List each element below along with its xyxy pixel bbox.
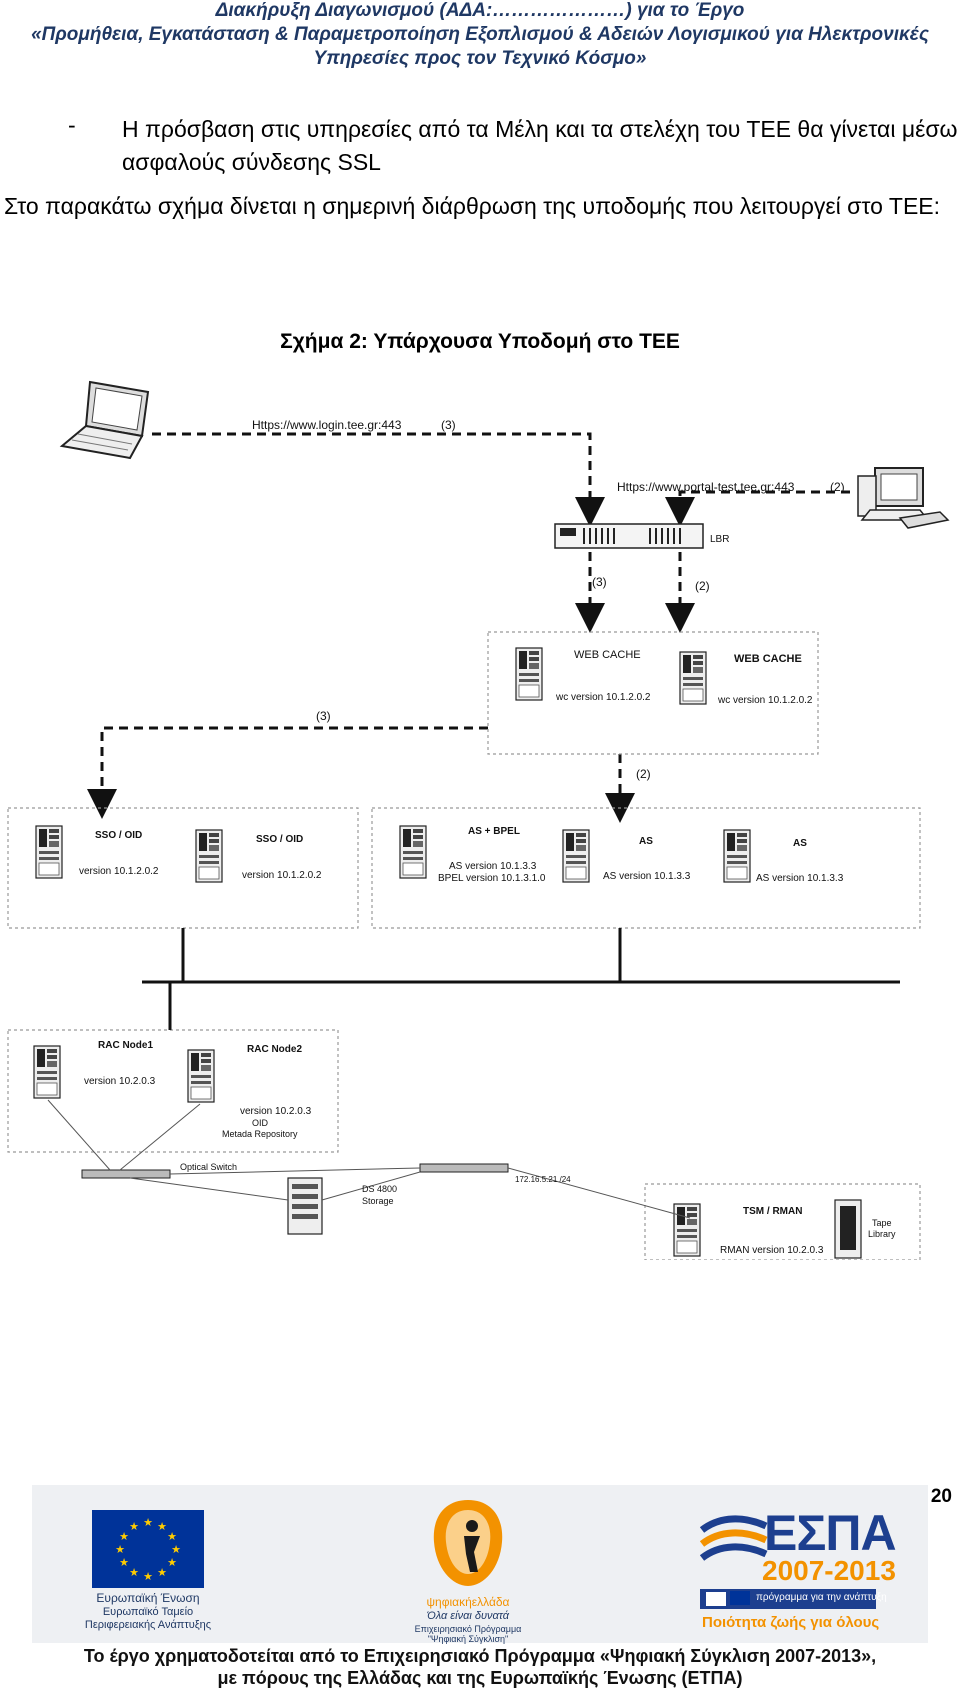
web-cache-2-label: WEB CACHE xyxy=(734,653,802,665)
intro-paragraph: Στο παρακάτω σχήμα δίνεται η σημερινή δι… xyxy=(4,193,941,219)
espa-tagline: πρόγραμμα για την ανάπτυξη xyxy=(756,1592,887,1603)
digital-greece-logo-icon xyxy=(433,1500,503,1586)
tag-2-lbr: (2) xyxy=(695,579,710,593)
tag-3-mid: (3) xyxy=(316,709,331,723)
url-login-label: Https://www.login.tee.gr:443 xyxy=(252,418,402,432)
as-bpel-version-1: AS version 10.1.3.3 xyxy=(449,861,537,872)
figure-caption: Σχήμα 2: Υπάρχουσα Υποδομή στο ΤΕΕ xyxy=(280,330,680,353)
storage-name-label: DS 4800 xyxy=(362,1184,397,1194)
footer-line-2: με πόρους της Ελλάδας και της Ευρωπαϊκής… xyxy=(217,1668,743,1688)
header-title-line-3: Υπηρεσίες προς τον Τεχνικό Κόσμο» xyxy=(313,48,647,69)
web-cache-group xyxy=(487,631,819,755)
eu-caption-1: Ευρωπαϊκή Ένωση xyxy=(96,1591,200,1605)
rman-version: RMAN version 10.2.0.3 xyxy=(720,1245,824,1256)
as-1-version: AS version 10.1.3.3 xyxy=(603,871,691,882)
digital-caption-3: Επιχειρησιακό Πρόγραμμα xyxy=(414,1624,522,1634)
eu-flag-icon: ★★★ ★★★ ★★★ ★★★ xyxy=(92,1510,204,1588)
tsm-group xyxy=(644,1183,921,1260)
rac-group xyxy=(7,1029,339,1153)
load-balancer-icon xyxy=(554,523,704,549)
optical-switch-label: Optical Switch xyxy=(180,1162,237,1172)
sso-2-version: version 10.1.2.0.2 xyxy=(242,870,322,881)
header-title-line-1: Διακήρυξη Διαγωνισμού (ΑΔΑ:…………………) για … xyxy=(215,0,745,21)
espa-slogan: Ποιότητα ζωής για όλους xyxy=(702,1614,880,1631)
svg-text:★: ★ xyxy=(129,1520,139,1533)
tag-2-mid: (2) xyxy=(636,767,651,781)
as-bpel-version-2: BPEL version 10.1.3.1.0 xyxy=(438,873,546,884)
tag-3-top: (3) xyxy=(441,418,456,432)
svg-text:★: ★ xyxy=(157,1566,167,1579)
svg-text:★: ★ xyxy=(115,1543,125,1556)
bullet-text: Η πρόσβαση στις υπηρεσίες από τα Μέλη κα… xyxy=(122,116,958,175)
url-portal-label: Https://www.portal-test.tee.gr:443 xyxy=(617,480,795,494)
as-2-label: AS xyxy=(793,838,807,849)
espa-title: ΕΣΠΑ xyxy=(764,1505,897,1561)
eu-caption-3: Περιφερειακής Ανάπτυξης xyxy=(84,1619,212,1631)
greek-flag-icon xyxy=(705,1591,727,1607)
lbr-label: LBR xyxy=(710,534,729,545)
web-cache-2-version: wc version 10.1.2.0.2 xyxy=(717,695,813,706)
tsm-label: TSM / RMAN xyxy=(743,1206,802,1217)
as-group xyxy=(371,807,921,929)
as-1-label: AS xyxy=(639,836,653,847)
storage-type-label: Storage xyxy=(362,1196,394,1206)
infrastructure-diagram: Https://www.login.tee.gr:443 (3) Https:/… xyxy=(7,380,950,1260)
tag-2-top: (2) xyxy=(830,480,845,494)
page-number: 20 xyxy=(930,1486,952,1507)
desktop-pc-icon xyxy=(857,467,950,529)
web-cache-1-label: WEB CACHE xyxy=(574,649,641,661)
tape-label-1: Tape xyxy=(872,1218,892,1228)
svg-text:★: ★ xyxy=(129,1566,139,1579)
svg-text:★: ★ xyxy=(171,1543,181,1556)
sso-2-label: SSO / OID xyxy=(256,834,303,845)
footer-line-1: Το έργο χρηματοδοτείται από το Επιχειρησ… xyxy=(83,1646,877,1666)
svg-text:★: ★ xyxy=(119,1530,129,1543)
svg-text:★: ★ xyxy=(143,1516,153,1529)
digital-caption-2: Όλα είναι δυνατά xyxy=(426,1610,510,1622)
digital-caption-4: "Ψηφιακή Σύγκλιση" xyxy=(427,1634,509,1644)
svg-text:★: ★ xyxy=(167,1530,177,1543)
rac-node-1-version: version 10.2.0.3 xyxy=(84,1076,156,1087)
svg-text:★: ★ xyxy=(157,1520,167,1533)
ip-label: 172.16.5.21 /24 xyxy=(515,1175,571,1184)
digital-caption-1: ψηφιακήελλάδα xyxy=(426,1595,510,1609)
storage-icon xyxy=(287,1177,323,1235)
eu-mini-flag-icon xyxy=(730,1591,750,1605)
svg-text:★: ★ xyxy=(119,1556,129,1569)
espa-waves-icon xyxy=(700,1515,768,1561)
laptop-icon xyxy=(59,380,150,460)
svg-text:★: ★ xyxy=(143,1570,153,1583)
rac-node-2-label: RAC Node2 xyxy=(247,1044,302,1055)
espa-years: 2007-2013 xyxy=(762,1555,896,1586)
svg-text:★: ★ xyxy=(167,1556,177,1569)
eu-caption-2: Ευρωπαϊκό Ταμείο xyxy=(102,1606,194,1618)
sso-1-label: SSO / OID xyxy=(95,830,142,841)
oid-repo-label: Metada Repository xyxy=(222,1129,298,1139)
sso-1-version: version 10.1.2.0.2 xyxy=(79,866,159,877)
rac-node-2-version: version 10.2.0.3 xyxy=(240,1106,312,1117)
rac-node-1-label: RAC Node1 xyxy=(98,1040,153,1051)
web-cache-1-version: wc version 10.1.2.0.2 xyxy=(555,692,651,703)
oid-label: OID xyxy=(252,1118,269,1128)
tag-3-lbr: (3) xyxy=(592,575,607,589)
as-2-version: AS version 10.1.3.3 xyxy=(756,873,844,884)
as-bpel-label: AS + BPEL xyxy=(468,826,520,837)
bullet-marker: - xyxy=(68,112,76,138)
header-title-line-2: «Προμήθεια, Εγκατάσταση & Παραμετροποίησ… xyxy=(31,24,929,45)
tape-label-2: Library xyxy=(868,1229,896,1239)
